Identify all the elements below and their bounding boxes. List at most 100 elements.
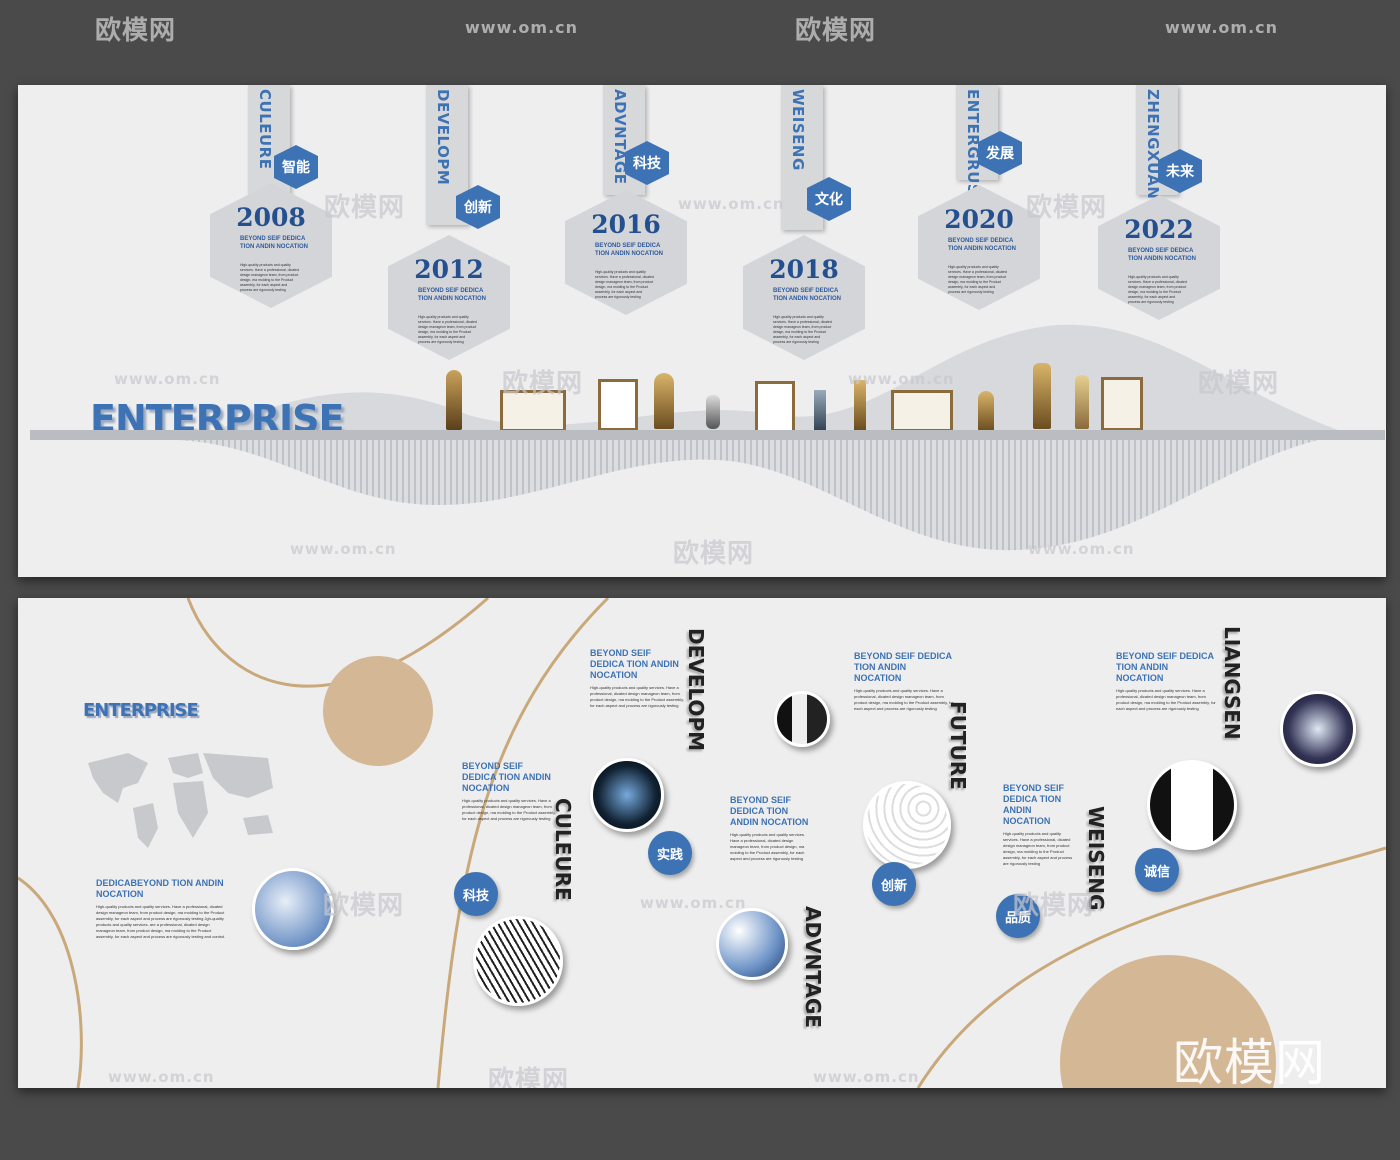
info-heading: BEYOND SEIF DEDICA TION ANDIN NOCATION: [1003, 783, 1065, 826]
timeline-card: ZHENGXUAN 2022 BEYOND SEIF DEDICA TION A…: [1098, 85, 1220, 335]
card-body: High-quality products and quality servic…: [1128, 275, 1187, 304]
enterprise-subtitle: ENTERPRISE: [83, 700, 199, 721]
certificate-icon: [891, 390, 953, 432]
badge-hexagon: 创新: [456, 185, 500, 229]
trophy-icon: [654, 373, 674, 429]
badge-keji: 科技: [454, 872, 498, 916]
intro-text: DEDICABEYOND TION ANDIN NOCATION High-qu…: [96, 878, 226, 940]
trophy-icon: [706, 395, 720, 429]
trophy-icon: [814, 390, 826, 430]
watermark-site: www.om.cn: [465, 18, 579, 37]
strap-label: WEISENG: [789, 89, 807, 171]
info-body: High-quality products and quality servic…: [1116, 688, 1216, 711]
timeline-card: ADVNTAGE 2016 BEYOND SEIF DEDICA TION AN…: [565, 85, 687, 325]
year-label: 2016: [591, 210, 661, 239]
info-body: High-quality products and quality servic…: [1003, 831, 1073, 866]
card-body: High-quality products and quality servic…: [948, 265, 1007, 294]
card-subtitle: BEYOND SEIF DEDICA TION ANDIN NOCATION: [1128, 248, 1196, 262]
timeline-card: CULEURE 2008 BEYOND SEIF DEDICA TION AND…: [210, 85, 332, 308]
year-label: 2018: [769, 255, 839, 284]
watermark-logo: 欧模网: [1173, 1034, 1326, 1088]
watermark-site: www.om.cn: [848, 370, 955, 388]
year-hexagon: 2020 BEYOND SEIF DEDICA TION ANDIN NOCAT…: [918, 185, 1040, 310]
watermark-logo: 欧模网: [95, 16, 177, 46]
photo-circle: [1280, 691, 1356, 767]
watermark-logo: 欧模网: [488, 1066, 570, 1088]
photo-circle: [863, 781, 951, 869]
strap-label: ZHENGXUAN: [1144, 89, 1162, 200]
trophy-icon: [1075, 375, 1089, 429]
trophy-icon: [978, 391, 994, 431]
top-panel-timeline-wall: CULEURE 2008 BEYOND SEIF DEDICA TION AND…: [18, 85, 1386, 577]
watermark-site: www.om.cn: [813, 1068, 920, 1086]
info-block: BEYOND SEIF DEDICA TION ANDIN NOCATION H…: [1003, 783, 1073, 867]
card-body: High-quality products and quality servic…: [418, 315, 477, 344]
year-hexagon: 2012 BEYOND SEIF DEDICA TION ANDIN NOCAT…: [388, 235, 510, 360]
wave-sculpture: [178, 324, 1338, 551]
watermark-logo: 欧模网: [324, 193, 406, 223]
card-body: High-quality products and quality servic…: [595, 270, 654, 299]
card-subtitle: BEYOND SEIF DEDICA TION ANDIN NOCATION: [595, 243, 663, 257]
watermark-site: www.om.cn: [114, 370, 221, 388]
certificate-icon: [598, 379, 638, 431]
card-subtitle: BEYOND SEIF DEDICA TION ANDIN NOCATION: [948, 238, 1016, 252]
intro-heading: DEDICABEYOND TION ANDIN NOCATION: [96, 878, 224, 899]
card-body: High-quality products and quality servic…: [773, 315, 832, 344]
timeline-card: ENTERGRUSE 2020 BEYOND SEIF DEDICA TION …: [918, 85, 1040, 315]
info-body: High-quality products and quality servic…: [854, 688, 954, 711]
year-label: 2020: [944, 205, 1014, 234]
word-advntage: ADVNTAGE: [801, 906, 825, 1028]
certificate-icon: [755, 381, 795, 433]
watermark-logo: 欧模网: [502, 369, 584, 399]
photo-circle: [1147, 760, 1237, 850]
word-weiseng: WEISENG: [1084, 806, 1108, 911]
world-map-icon: [88, 753, 273, 848]
display-shelf: [30, 430, 1385, 440]
watermark-site: www.om.cn: [640, 894, 747, 912]
card-subtitle: BEYOND SEIF DEDICA TION ANDIN NOCATION: [773, 288, 841, 302]
info-block: BEYOND SEIF DEDICA TION ANDIN NOCATION H…: [590, 648, 686, 709]
info-block: BEYOND SEIF DEDICA TION ANDIN NOCATION H…: [730, 795, 810, 862]
strap-label: ENTERGRUSE: [964, 89, 982, 206]
watermark-site: www.om.cn: [678, 195, 785, 213]
strap-label: CULEURE: [256, 89, 274, 170]
badge-chengxin: 诚信: [1135, 848, 1179, 892]
photo-circle: [252, 868, 334, 950]
year-hexagon: 2016 BEYOND SEIF DEDICA TION ANDIN NOCAT…: [565, 190, 687, 315]
watermark-logo: 欧模网: [673, 539, 755, 569]
badge-hexagon: 未来: [1158, 149, 1202, 193]
intro-body: High-quality products and quality servic…: [96, 904, 226, 939]
info-block: BEYOND SEIF DEDICA TION ANDIN NOCATION H…: [1116, 651, 1216, 712]
bottom-panel-culture-wall: ENTERPRISE DEDICABEYOND TION ANDIN NOCAT…: [18, 598, 1386, 1088]
word-liangsen: LIANGSEN: [1220, 626, 1244, 740]
word-culeure: CULEURE: [551, 798, 575, 901]
badge-chuangxin: 创新: [872, 862, 916, 906]
trophy-icon: [1033, 363, 1051, 429]
badge-shijian: 实践: [648, 831, 692, 875]
card-subtitle: BEYOND SEIF DEDICA TION ANDIN NOCATION: [418, 288, 486, 302]
timeline-card: WEISENG 2018 BEYOND SEIF DEDICA TION AND…: [743, 85, 865, 365]
card-body: High-quality products and quality servic…: [240, 263, 299, 292]
watermark-logo: 欧模网: [795, 16, 877, 46]
year-label: 2022: [1124, 215, 1194, 244]
trophy-icon: [854, 380, 866, 430]
year-label: 2012: [414, 255, 484, 284]
timeline-card: DEVELOPM 2012 BEYOND SEIF DEDICA TION AN…: [388, 85, 510, 365]
year-label: 2008: [236, 203, 306, 232]
watermark-logo: 欧模网: [1198, 369, 1280, 399]
info-body: High-quality products and quality servic…: [730, 832, 805, 861]
watermark-logo: 欧模网: [1026, 193, 1108, 223]
info-body: High-quality products and quality servic…: [462, 798, 556, 821]
photo-circle: [473, 916, 563, 1006]
year-hexagon: 2008 BEYOND SEIF DEDICA TION ANDIN NOCAT…: [210, 183, 332, 308]
card-subtitle: BEYOND SEIF DEDICA TION ANDIN NOCATION: [240, 236, 308, 250]
strap-label: ADVNTAGE: [611, 89, 629, 185]
decor-curves: [18, 598, 1386, 1088]
photo-circle: [590, 758, 664, 832]
card-strap: ENTERGRUSE: [956, 85, 998, 206]
word-future: FUTURE: [946, 701, 970, 790]
photo-circle: [774, 691, 830, 747]
word-developm: DEVELOPM: [684, 628, 708, 751]
info-heading: BEYOND SEIF DEDICA TION ANDIN NOCATION: [590, 648, 679, 680]
info-heading: BEYOND SEIF DEDICA TION ANDIN NOCATION: [854, 651, 952, 683]
